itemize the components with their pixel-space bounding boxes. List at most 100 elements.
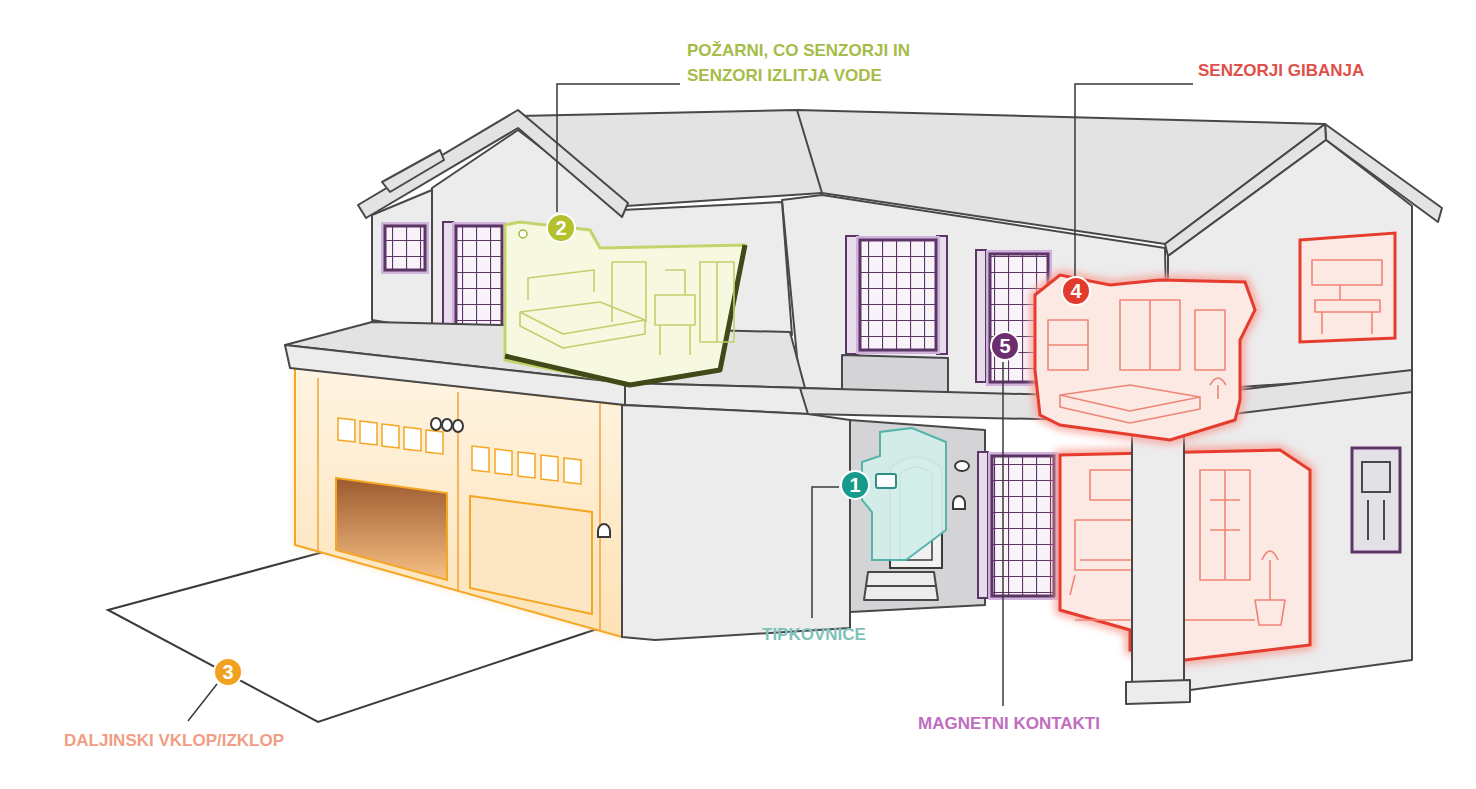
leader-line xyxy=(188,84,1193,721)
category-label: TIPKOVNICE xyxy=(762,622,866,647)
callout-circle xyxy=(214,658,242,686)
middle-lower-wall xyxy=(622,405,1054,640)
garage xyxy=(360,421,377,445)
red-room-upper xyxy=(1300,233,1395,342)
right-wing-wall xyxy=(1362,462,1390,540)
callout-circle xyxy=(841,471,869,499)
callout-number: 2 xyxy=(546,213,576,243)
middle-upper-wall xyxy=(860,240,936,350)
middle-lower-wall xyxy=(992,456,1054,596)
middle-lower-wall xyxy=(992,456,1054,596)
green-room xyxy=(505,222,745,385)
middle-lower-wall xyxy=(864,572,938,600)
callout-number: 5 xyxy=(990,331,1020,361)
middle-lower-wall xyxy=(876,474,896,488)
leader-line xyxy=(188,684,217,721)
garage xyxy=(541,455,558,481)
callout-circle xyxy=(991,332,1019,360)
red-room-upper xyxy=(1035,233,1395,440)
garage xyxy=(518,452,535,478)
callout-number-text: 2 xyxy=(555,217,566,239)
middle-lower-wall xyxy=(978,452,988,598)
garage xyxy=(472,446,489,472)
red-room-upper xyxy=(1035,275,1255,440)
garage xyxy=(426,430,443,454)
callout-number-text: 4 xyxy=(1070,280,1081,302)
porch-column xyxy=(1132,418,1184,686)
middle-upper-wall xyxy=(860,240,936,350)
red-room-upper xyxy=(1312,260,1382,334)
green-room xyxy=(505,222,745,385)
middle-lower-wall xyxy=(953,496,965,509)
garage xyxy=(599,404,601,630)
left-wing-upper xyxy=(382,150,444,192)
red-room-upper xyxy=(1035,275,1255,440)
left-wing-upper xyxy=(456,226,502,332)
red-room-upper xyxy=(1060,385,1200,423)
garage xyxy=(564,458,581,484)
callout-number-text: 3 xyxy=(222,661,233,683)
middle-lower-wall xyxy=(866,585,936,587)
right-wing-wall xyxy=(1352,448,1400,552)
callout-number: 3 xyxy=(213,657,243,687)
leader-line xyxy=(1075,84,1193,276)
middle-lower-wall xyxy=(862,428,946,560)
garage xyxy=(453,420,463,432)
callout-circle xyxy=(1062,277,1090,305)
green-room xyxy=(520,270,645,348)
garage xyxy=(495,449,512,475)
middle-lower-wall xyxy=(622,405,850,640)
red-room-lower xyxy=(1200,470,1250,580)
garage xyxy=(431,418,463,432)
category-label: POŽARNI, CO SENZORJI IN SENZORI IZLITJA … xyxy=(687,38,977,88)
garage xyxy=(295,368,622,637)
leader-line xyxy=(1002,362,1004,706)
garage xyxy=(598,524,610,537)
middle-lower-wall xyxy=(955,461,969,471)
red-room-lower xyxy=(1255,551,1285,625)
category-label-text: DALJINSKI VKLOP/IZKLOP xyxy=(64,728,284,753)
left-wing-upper xyxy=(456,226,502,332)
category-label: SENZORJI GIBANJA xyxy=(1198,58,1364,83)
porch-column xyxy=(1126,680,1190,704)
left-wing-upper xyxy=(372,190,432,330)
left-wing-upper xyxy=(443,222,453,334)
left-wing-upper xyxy=(358,110,628,218)
green-room xyxy=(519,230,527,238)
left-wing-upper xyxy=(385,226,425,270)
callout-circle xyxy=(547,214,575,242)
middle-lower-wall xyxy=(850,420,985,612)
callout-number-text: 5 xyxy=(999,335,1010,357)
garage xyxy=(338,418,355,442)
garage xyxy=(470,496,592,614)
garage xyxy=(382,424,399,448)
middle-upper-wall xyxy=(976,250,986,382)
garage xyxy=(295,368,622,637)
category-label-text: SENZORJI GIBANJA xyxy=(1198,58,1364,83)
garage xyxy=(442,419,452,431)
leader-line xyxy=(557,84,680,212)
green-room xyxy=(612,262,734,342)
red-room-upper xyxy=(1048,320,1226,399)
category-label-text: TIPKOVNICE xyxy=(762,622,866,647)
porch-column xyxy=(1122,408,1196,704)
callout-number: 1 xyxy=(840,470,870,500)
garage xyxy=(295,368,622,637)
garage xyxy=(338,418,581,484)
garage xyxy=(404,427,421,451)
red-room-upper xyxy=(1120,300,1225,370)
garage xyxy=(431,418,441,430)
garage xyxy=(317,378,319,552)
callout-number: 4 xyxy=(1061,276,1091,306)
callout-number-text: 1 xyxy=(849,474,860,496)
left-wing-upper xyxy=(385,226,425,270)
category-label-text: POŽARNI, CO SENZORJI IN SENZORI IZLITJA … xyxy=(687,38,977,88)
green-room xyxy=(655,270,695,355)
garage xyxy=(336,478,447,580)
category-label: DALJINSKI VKLOP/IZKLOP xyxy=(64,728,284,753)
green-room xyxy=(505,245,745,385)
category-label: MAGNETNI KONTAKTI xyxy=(918,711,1100,736)
